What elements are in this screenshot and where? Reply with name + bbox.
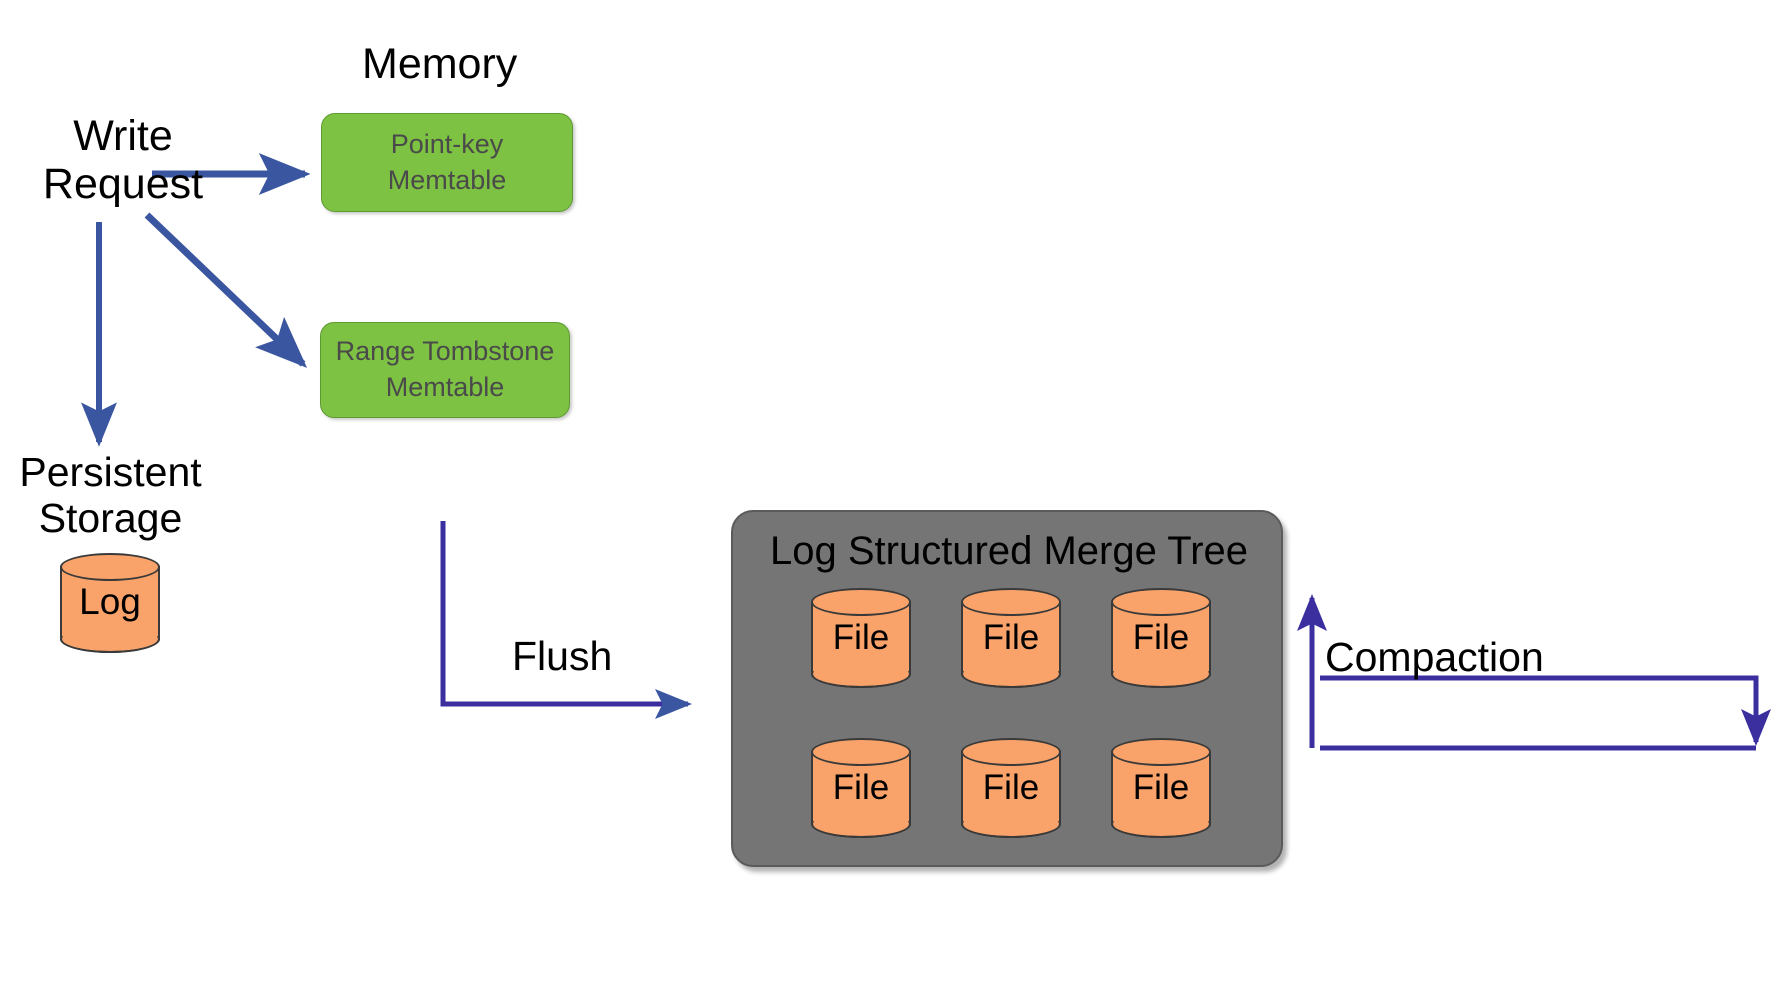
range-tombstone-memtable-label: Range Tombstone Memtable [335, 336, 555, 402]
lsm-file-grid: File File File File [788, 588, 1238, 838]
cylinder-top [60, 553, 160, 581]
compaction-label: Compaction [1325, 634, 1544, 680]
persistent-storage-label: Persistent Storage [19, 449, 202, 541]
file-cylinder-label: File [1132, 618, 1190, 657]
file-cylinder-node[interactable]: File [811, 738, 915, 838]
file-cylinder-node[interactable]: File [1111, 738, 1215, 838]
file-cylinder-node[interactable]: File [961, 738, 1065, 838]
range-tombstone-memtable-node[interactable]: Range Tombstone Memtable [320, 322, 570, 418]
point-key-memtable-node[interactable]: Point-key Memtable [321, 113, 573, 212]
file-cylinder-node[interactable]: File [961, 588, 1065, 688]
lsm-tree-title: Log Structured Merge Tree [769, 529, 1249, 573]
write-request-label: Write Request [42, 112, 204, 209]
arrow-write-to-range-tombstone [144, 212, 308, 368]
cylinder-top [811, 588, 911, 616]
file-cylinder-label: File [832, 618, 890, 657]
file-cylinder-label: File [982, 768, 1040, 807]
file-cylinder-node[interactable]: File [1111, 588, 1215, 688]
log-cylinder-node[interactable]: Log [60, 553, 164, 653]
file-cylinder-label: File [832, 768, 890, 807]
memory-section-label: Memory [362, 40, 518, 88]
point-key-memtable-label: Point-key Memtable [387, 128, 507, 195]
cylinder-top [961, 738, 1061, 766]
cylinder-body [811, 751, 911, 825]
log-cylinder-label: Log [79, 581, 141, 622]
cylinder-body [1111, 751, 1211, 825]
cylinder-top [811, 738, 911, 766]
cylinder-top [1111, 588, 1211, 616]
file-cylinder-label: File [1132, 768, 1190, 807]
cylinder-top [961, 588, 1061, 616]
file-cylinder-node[interactable]: File [811, 588, 915, 688]
lsm-tree-container[interactable]: Log Structured Merge Tree File File [731, 510, 1283, 867]
flush-label: Flush [512, 633, 613, 679]
cylinder-body [961, 601, 1061, 675]
file-cylinder-label: File [982, 618, 1040, 657]
cylinder-top [1111, 738, 1211, 766]
